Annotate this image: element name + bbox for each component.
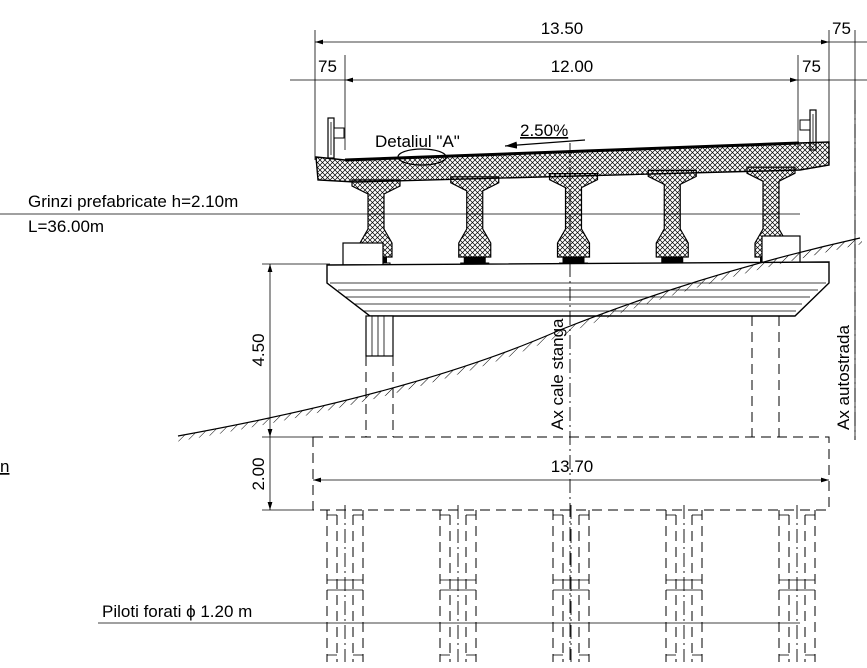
deck-slab xyxy=(315,141,830,183)
ground-line xyxy=(175,237,862,442)
detail-a-marker xyxy=(397,148,447,166)
slope-arrow xyxy=(504,139,586,149)
pile xyxy=(552,505,590,662)
axis-right-label: Ax autostrada xyxy=(834,325,853,430)
dim-footing-height: 2.00 xyxy=(249,457,268,490)
pile xyxy=(326,505,364,662)
piles xyxy=(326,505,816,662)
dim-left-cornice: 75 xyxy=(318,57,337,76)
right-column xyxy=(751,316,780,437)
girder xyxy=(647,169,697,268)
girders xyxy=(351,166,796,268)
girder xyxy=(450,176,500,268)
detail-a-label: Detaliul "A" xyxy=(375,132,460,151)
footing xyxy=(312,436,830,511)
dim-carriageway: 12.00 xyxy=(551,57,594,76)
dim-pier-height: 4.50 xyxy=(249,333,268,366)
edge-mark: n xyxy=(0,457,9,476)
pile xyxy=(439,505,477,662)
dim-right-offset: 75 xyxy=(832,19,851,38)
slope-label: 2.50% xyxy=(520,121,568,140)
left-column xyxy=(365,315,394,437)
girder-label-line1: Grinzi prefabricate h=2.10m xyxy=(28,192,238,211)
top-dimensions xyxy=(290,30,867,440)
girder xyxy=(548,173,599,268)
dim-right-cornice: 75 xyxy=(802,57,821,76)
pile-label: Piloti forati ϕ 1.20 m xyxy=(102,602,252,621)
vertical-dimensions xyxy=(262,263,330,511)
pile xyxy=(778,505,816,662)
left-barrier xyxy=(327,117,345,159)
dim-footing-width: 13.70 xyxy=(551,457,594,476)
dim-overall-width: 13.50 xyxy=(541,19,584,38)
axis-left-label: Ax cale stanga xyxy=(548,318,567,430)
pile xyxy=(665,505,703,662)
girder-label-line2: L=36.00m xyxy=(28,217,104,236)
